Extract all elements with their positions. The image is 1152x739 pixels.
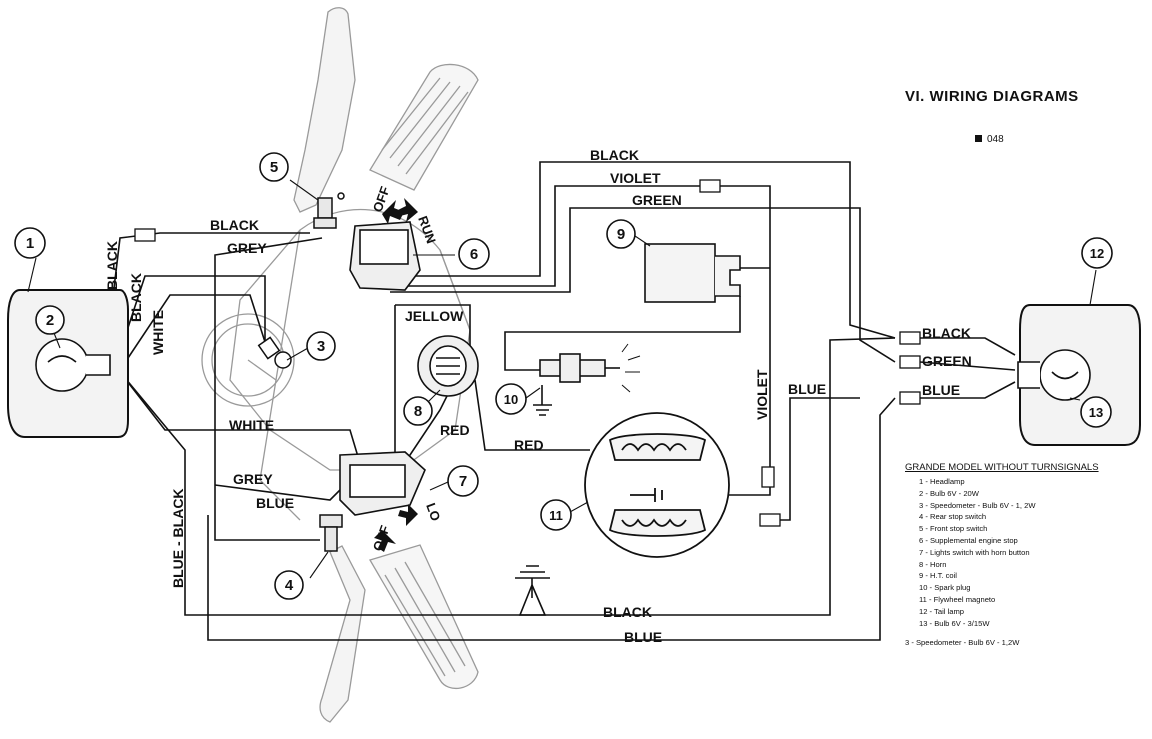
legend-item: 7 - Lights switch with horn button [919,547,1030,557]
label-black-top: BLACK [590,147,639,163]
callout-6 [458,238,490,270]
connectors [134,179,921,527]
label-blue-bottom: BLUE [624,629,662,645]
legend-item: 9 - H.T. coil [919,571,957,581]
callout-num-4: 4 [285,577,294,594]
handlebar-outline [201,7,479,723]
spark-plug [533,343,641,416]
legend-item: 4 - Rear stop switch [919,512,987,522]
label-black-switch: BLACK [210,217,259,233]
arrow-off-top-icon [382,200,404,224]
label-violet-top: VIOLET [610,170,661,186]
label-violet-vertical: VIOLET [754,369,770,420]
rear-stop-switch [319,514,343,552]
wire-labels: BLACK VIOLET GREEN BLACK GREY BLACK BLAC… [104,147,972,645]
bulb-2 [35,338,111,392]
callout-13 [1080,396,1112,428]
label-lo: LO [423,501,443,523]
label-black-bottom: BLACK [603,604,652,620]
page-reference: 048 [975,134,1004,145]
label-red-horn: RED [440,422,470,438]
callout-num-10: 10 [504,392,518,407]
ground-symbol [515,565,550,598]
page-title: VI. WIRING DIAGRAMS [905,88,1079,105]
legend-note: 3 - Speedometer - Bulb 6V - 1,2W [905,638,1020,648]
legend-item: 6 - Supplemental engine stop [919,535,1018,545]
label-black-left2: BLACK [128,273,144,322]
callout-12 [1081,237,1113,269]
wiring [107,161,1016,641]
callout-3 [306,331,336,361]
callout-9 [606,219,636,249]
callout-2 [35,305,65,335]
callout-1 [14,227,46,259]
callout-num-11: 11 [549,508,563,523]
callout-num-3: 3 [317,338,325,355]
label-blue-black: BLUE - BLACK [170,488,186,588]
legend-item: 11 - Flywheel magneto [919,594,996,604]
flywheel-magneto [584,412,730,558]
callout-10 [495,383,527,415]
arrow-run-icon [398,198,418,222]
label-white-left: WHITE [150,310,166,355]
component-legend: GRANDE MODEL WITHOUT TURNSIGNALS 1 - Hea… [905,462,1140,647]
label-grey-top: GREY [227,240,267,256]
legend-list: 1 - Headlamp 2 - Bulb 6V - 20W 3 - Speed… [905,476,1140,629]
callout-num-1: 1 [26,235,34,252]
callout-num-7: 7 [459,473,467,490]
legend-item: 5 - Front stop switch [919,524,988,534]
label-blue-switch: BLUE [256,495,294,511]
label-white-bottom: WHITE [229,417,274,433]
callout-num-5: 5 [270,159,278,176]
legend-item: 13 - Bulb 6V - 3/15W [919,618,990,628]
legend-item: 1 - Headlamp [919,477,965,486]
label-green-top: GREEN [632,192,682,208]
label-grey-bottom: GREY [233,471,273,487]
legend-title: GRANDE MODEL WITHOUT TURNSIGNALS [905,462,1099,473]
callout-num-9: 9 [617,226,625,243]
legend-item: 3 - Speedometer - Bulb 6V - 1, 2W [919,500,1036,510]
callout-5 [259,152,289,182]
arrow-off-bottom-icon [374,530,396,552]
label-blue-mid: BLUE [788,381,826,397]
square-bullet-icon [975,135,982,142]
callout-leaders [27,179,1097,579]
callout-circles [14,152,1113,600]
callout-8 [403,396,433,426]
label-green-tail: GREEN [922,353,972,369]
ht-coil [644,243,741,303]
callout-4 [274,570,304,600]
callout-num-13: 13 [1089,405,1103,420]
callout-numbers: 1 2 3 4 5 6 7 8 9 10 11 12 13 [26,159,1104,594]
legend-item: 8 - Horn [919,559,947,569]
callout-num-6: 6 [470,246,478,263]
arrow-lo-icon [398,504,418,526]
callout-num-8: 8 [414,403,422,420]
front-stop-switch [313,192,345,229]
lights-switch [339,451,426,516]
page-reference-number: 048 [987,134,1004,145]
label-black-tail: BLACK [922,325,971,341]
horn [417,335,479,397]
legend-item: 10 - Spark plug [919,583,971,593]
legend-item: 12 - Tail lamp [919,606,965,616]
label-red: RED [514,437,544,453]
switch-arrows [374,198,418,552]
legend-item: 2 - Bulb 6V - 20W [919,488,979,498]
speedometer-bulb [257,336,292,369]
label-jellow: JELLOW [405,308,464,324]
bulb-13 [1017,349,1091,401]
callout-11 [540,499,572,531]
callout-7 [447,465,479,497]
callout-num-12: 12 [1090,246,1104,261]
engine-stop-switch [349,221,421,291]
label-black-left1: BLACK [104,241,120,290]
callout-num-2: 2 [46,312,54,329]
label-blue-tail: BLUE [922,382,960,398]
